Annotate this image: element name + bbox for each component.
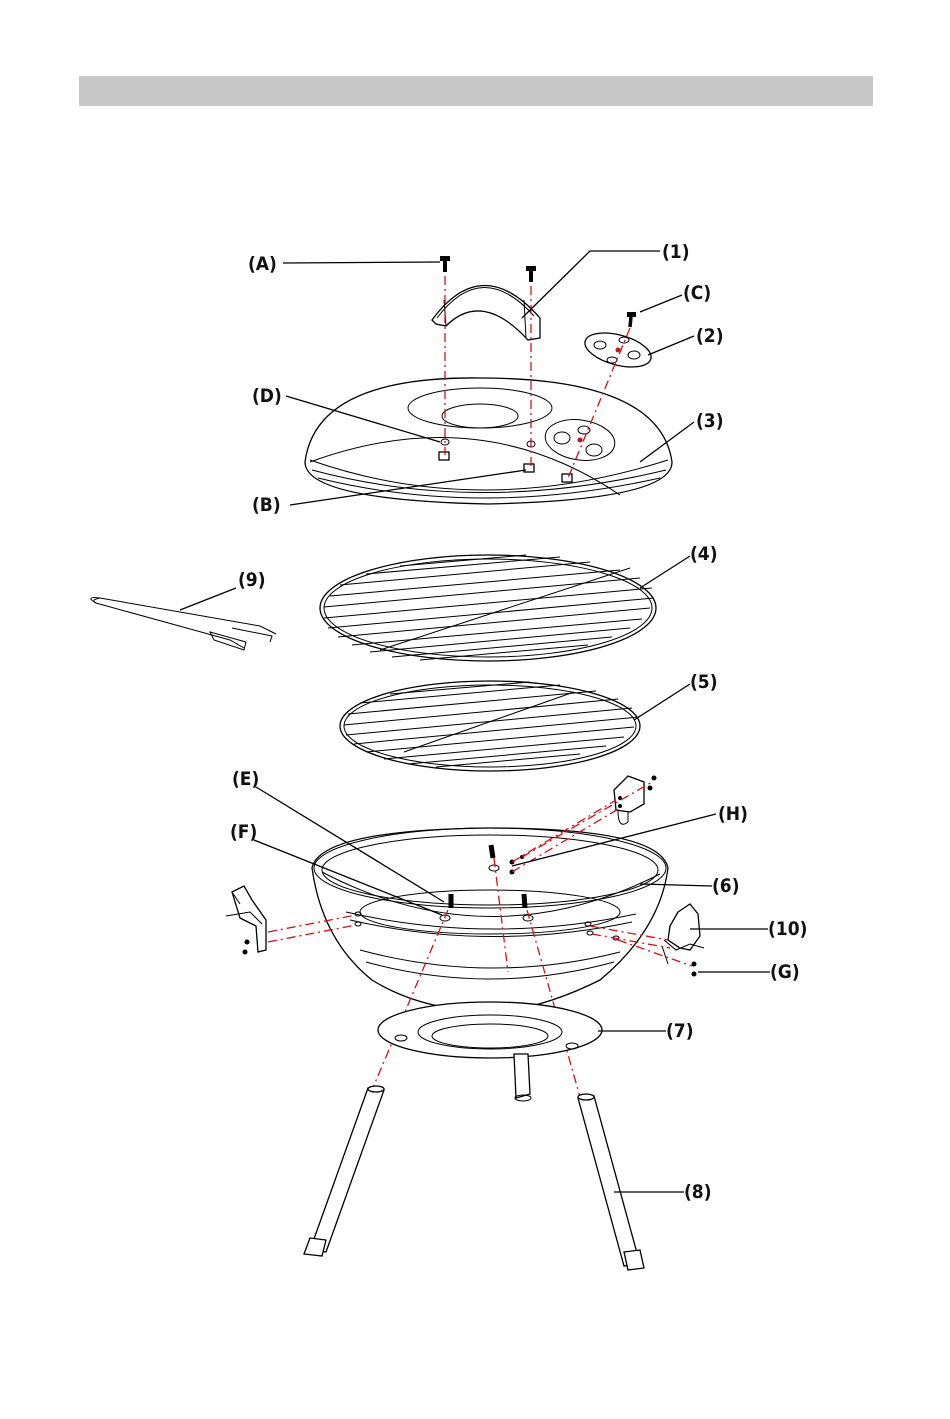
label-7: (7)	[666, 1020, 694, 1042]
label-3: (3)	[696, 410, 724, 432]
label-f: (F)	[230, 821, 257, 843]
lid-part	[305, 378, 672, 504]
label-g: (G)	[770, 961, 800, 983]
vent-cover-part	[581, 327, 654, 374]
side-bracket-left	[226, 886, 266, 955]
label-b: (B)	[252, 494, 281, 516]
cooking-grate-part	[320, 555, 656, 661]
label-6: (6)	[712, 875, 740, 897]
ash-tray-part	[378, 1002, 602, 1058]
leg-right	[578, 1094, 644, 1270]
handle-part	[432, 285, 540, 340]
label-e: (E)	[232, 768, 259, 790]
label-10: (10)	[768, 918, 807, 940]
label-8: (8)	[684, 1181, 712, 1203]
label-d: (D)	[252, 385, 282, 407]
label-1: (1)	[662, 241, 690, 263]
bowl-part	[312, 828, 668, 1012]
leg-back	[514, 1054, 531, 1101]
label-c: (C)	[683, 282, 711, 304]
tool-lifter-part	[91, 598, 276, 650]
label-2: (2)	[696, 325, 724, 347]
label-5: (5)	[690, 671, 718, 693]
bolt-a-left	[440, 256, 450, 272]
label-a: (A)	[248, 253, 277, 275]
leg-left	[304, 1086, 384, 1256]
bolt-a-right	[526, 266, 536, 282]
label-h: (H)	[718, 803, 748, 825]
label-9: (9)	[238, 569, 266, 591]
side-bracket-back	[614, 776, 657, 825]
screw-c	[627, 312, 636, 327]
label-4: (4)	[690, 543, 718, 565]
charcoal-grate-part	[340, 681, 640, 771]
side-bracket-right	[662, 904, 704, 977]
